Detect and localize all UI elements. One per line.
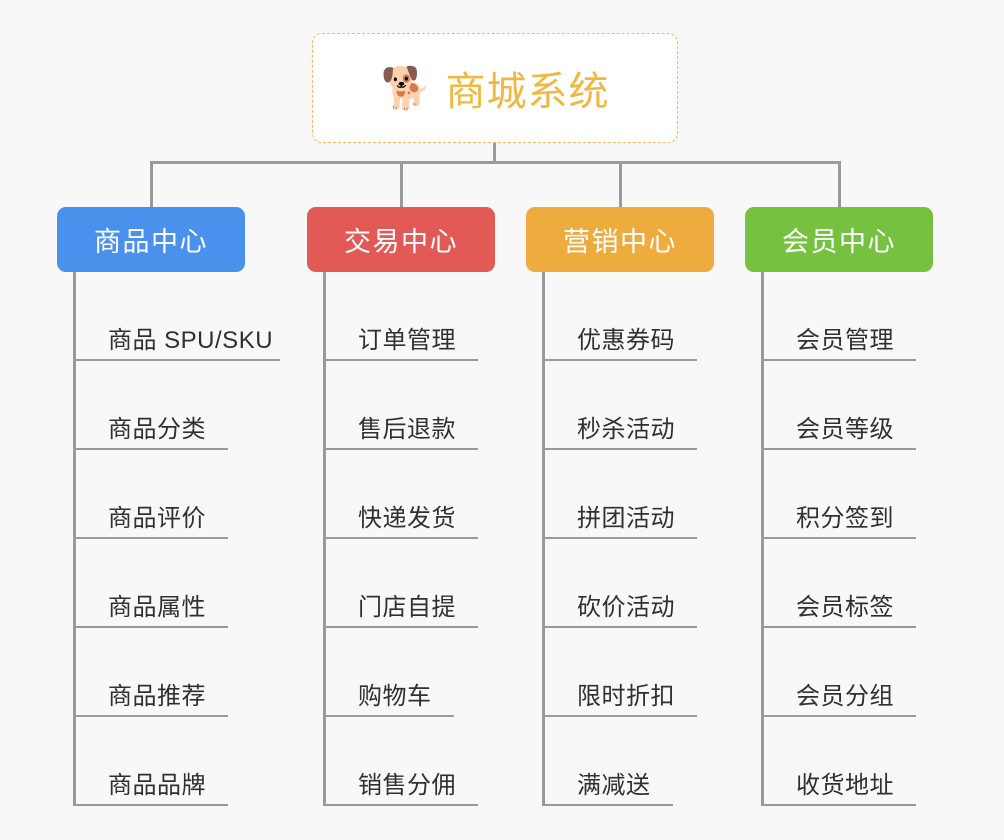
leaf-label: 售后退款 [358, 416, 456, 443]
list-item[interactable]: 销售分佣 [326, 717, 495, 806]
list-item[interactable]: 优惠券码 [545, 272, 714, 361]
leaf-label: 商品推荐 [108, 683, 206, 710]
branch-column-transaction: 交易中心 订单管理 售后退款 快递发货 门店自提 购物车 [307, 207, 495, 806]
branch-column-member: 会员中心 会员管理 会员等级 积分签到 会员标签 会员分组 [745, 207, 933, 806]
list-item[interactable]: 商品 SPU/SKU [76, 272, 280, 361]
root-title: 商城系统 [445, 70, 610, 114]
leaf-underline [764, 448, 916, 450]
branch-column-product: 商品中心 商品 SPU/SKU 商品分类 商品评价 商品属性 商品推荐 [57, 207, 280, 806]
leaf-label: 商品评价 [108, 505, 206, 532]
leaf-label: 门店自提 [358, 594, 456, 621]
connector-drop-branch-4 [838, 161, 841, 207]
leaf-underline [326, 626, 478, 628]
branch-header-marketing[interactable]: 营销中心 [526, 207, 714, 272]
list-item[interactable]: 会员分组 [764, 628, 933, 717]
branch-header-label: 会员中心 [782, 227, 896, 257]
branch-header-label: 商品中心 [94, 227, 208, 257]
list-item[interactable]: 砍价活动 [545, 539, 714, 628]
list-item[interactable]: 快递发货 [326, 450, 495, 539]
leaf-underline [76, 537, 228, 539]
list-item[interactable]: 限时折扣 [545, 628, 714, 717]
leaf-underline [326, 448, 478, 450]
leaf-rail-member: 会员管理 会员等级 积分签到 会员标签 会员分组 收货地址 [761, 272, 933, 806]
leaf-label: 商品属性 [108, 594, 206, 621]
connector-root-stem [493, 143, 496, 164]
leaf-label: 购物车 [358, 683, 432, 710]
leaf-label: 商品分类 [108, 416, 206, 443]
list-item[interactable]: 商品属性 [76, 539, 273, 628]
leaf-label: 会员等级 [796, 416, 894, 443]
branch-header-product[interactable]: 商品中心 [57, 207, 245, 272]
branch-header-label: 营销中心 [563, 227, 677, 257]
leaf-underline [764, 537, 916, 539]
connector-drop-branch-2 [400, 161, 403, 207]
connector-drop-branch-1 [150, 161, 153, 207]
list-item[interactable]: 会员管理 [764, 272, 933, 361]
leaf-label: 会员分组 [796, 683, 894, 710]
leaf-underline [76, 626, 228, 628]
leaf-underline [76, 359, 280, 361]
leaf-label: 商品 SPU/SKU [108, 327, 274, 354]
leaf-label: 会员管理 [796, 327, 894, 354]
list-item[interactable]: 拼团活动 [545, 450, 714, 539]
leaf-rail-transaction: 订单管理 售后退款 快递发货 门店自提 购物车 销售分佣 [323, 272, 495, 806]
leaf-underline [545, 715, 697, 717]
leaf-underline [326, 804, 478, 806]
leaf-underline [326, 537, 478, 539]
branch-header-transaction[interactable]: 交易中心 [307, 207, 495, 272]
leaf-underline [764, 804, 916, 806]
leaf-label: 秒杀活动 [577, 416, 675, 443]
leaf-label: 商品品牌 [108, 772, 206, 799]
list-item[interactable]: 订单管理 [326, 272, 495, 361]
leaf-underline [764, 626, 916, 628]
connector-horizontal-bus [150, 161, 840, 164]
leaf-underline [76, 715, 228, 717]
leaf-underline [764, 715, 916, 717]
leaf-underline [545, 359, 697, 361]
list-item[interactable]: 收货地址 [764, 717, 933, 806]
leaf-label: 会员标签 [796, 594, 894, 621]
connector-drop-branch-3 [619, 161, 622, 207]
leaf-underline [545, 626, 697, 628]
leaf-underline [545, 448, 697, 450]
shiba-dog-face-icon: 🐕 [380, 64, 432, 111]
leaf-label: 拼团活动 [577, 505, 675, 532]
leaf-underline [545, 804, 673, 806]
list-item[interactable]: 会员等级 [764, 361, 933, 450]
leaf-underline [76, 804, 228, 806]
root-node[interactable]: 🐕 商城系统 [312, 33, 678, 143]
branch-header-member[interactable]: 会员中心 [745, 207, 933, 272]
leaf-underline [326, 715, 454, 717]
leaf-underline [545, 537, 697, 539]
leaf-label: 积分签到 [796, 505, 894, 532]
leaf-underline [326, 359, 478, 361]
leaf-underline [76, 448, 228, 450]
leaf-label: 快递发货 [358, 505, 456, 532]
leaf-label: 砍价活动 [577, 594, 675, 621]
list-item[interactable]: 售后退款 [326, 361, 495, 450]
leaf-label: 订单管理 [358, 327, 456, 354]
list-item[interactable]: 商品分类 [76, 361, 273, 450]
leaf-label: 销售分佣 [358, 772, 456, 799]
leaf-rail-product: 商品 SPU/SKU 商品分类 商品评价 商品属性 商品推荐 商品品牌 [73, 272, 280, 806]
list-item[interactable]: 秒杀活动 [545, 361, 714, 450]
list-item[interactable]: 门店自提 [326, 539, 495, 628]
leaf-underline [764, 359, 916, 361]
list-item[interactable]: 购物车 [326, 628, 495, 717]
list-item[interactable]: 会员标签 [764, 539, 933, 628]
list-item[interactable]: 商品品牌 [76, 717, 273, 806]
list-item[interactable]: 积分签到 [764, 450, 933, 539]
leaf-label: 限时折扣 [577, 683, 675, 710]
list-item[interactable]: 满减送 [545, 717, 714, 806]
leaf-label: 收货地址 [796, 772, 894, 799]
leaf-rail-marketing: 优惠券码 秒杀活动 拼团活动 砍价活动 限时折扣 满减送 [542, 272, 714, 806]
leaf-label: 优惠券码 [577, 327, 675, 354]
branch-column-marketing: 营销中心 优惠券码 秒杀活动 拼团活动 砍价活动 限时折扣 [526, 207, 714, 806]
list-item[interactable]: 商品评价 [76, 450, 273, 539]
leaf-label: 满减送 [577, 772, 651, 799]
list-item[interactable]: 商品推荐 [76, 628, 273, 717]
branch-header-label: 交易中心 [344, 227, 458, 257]
